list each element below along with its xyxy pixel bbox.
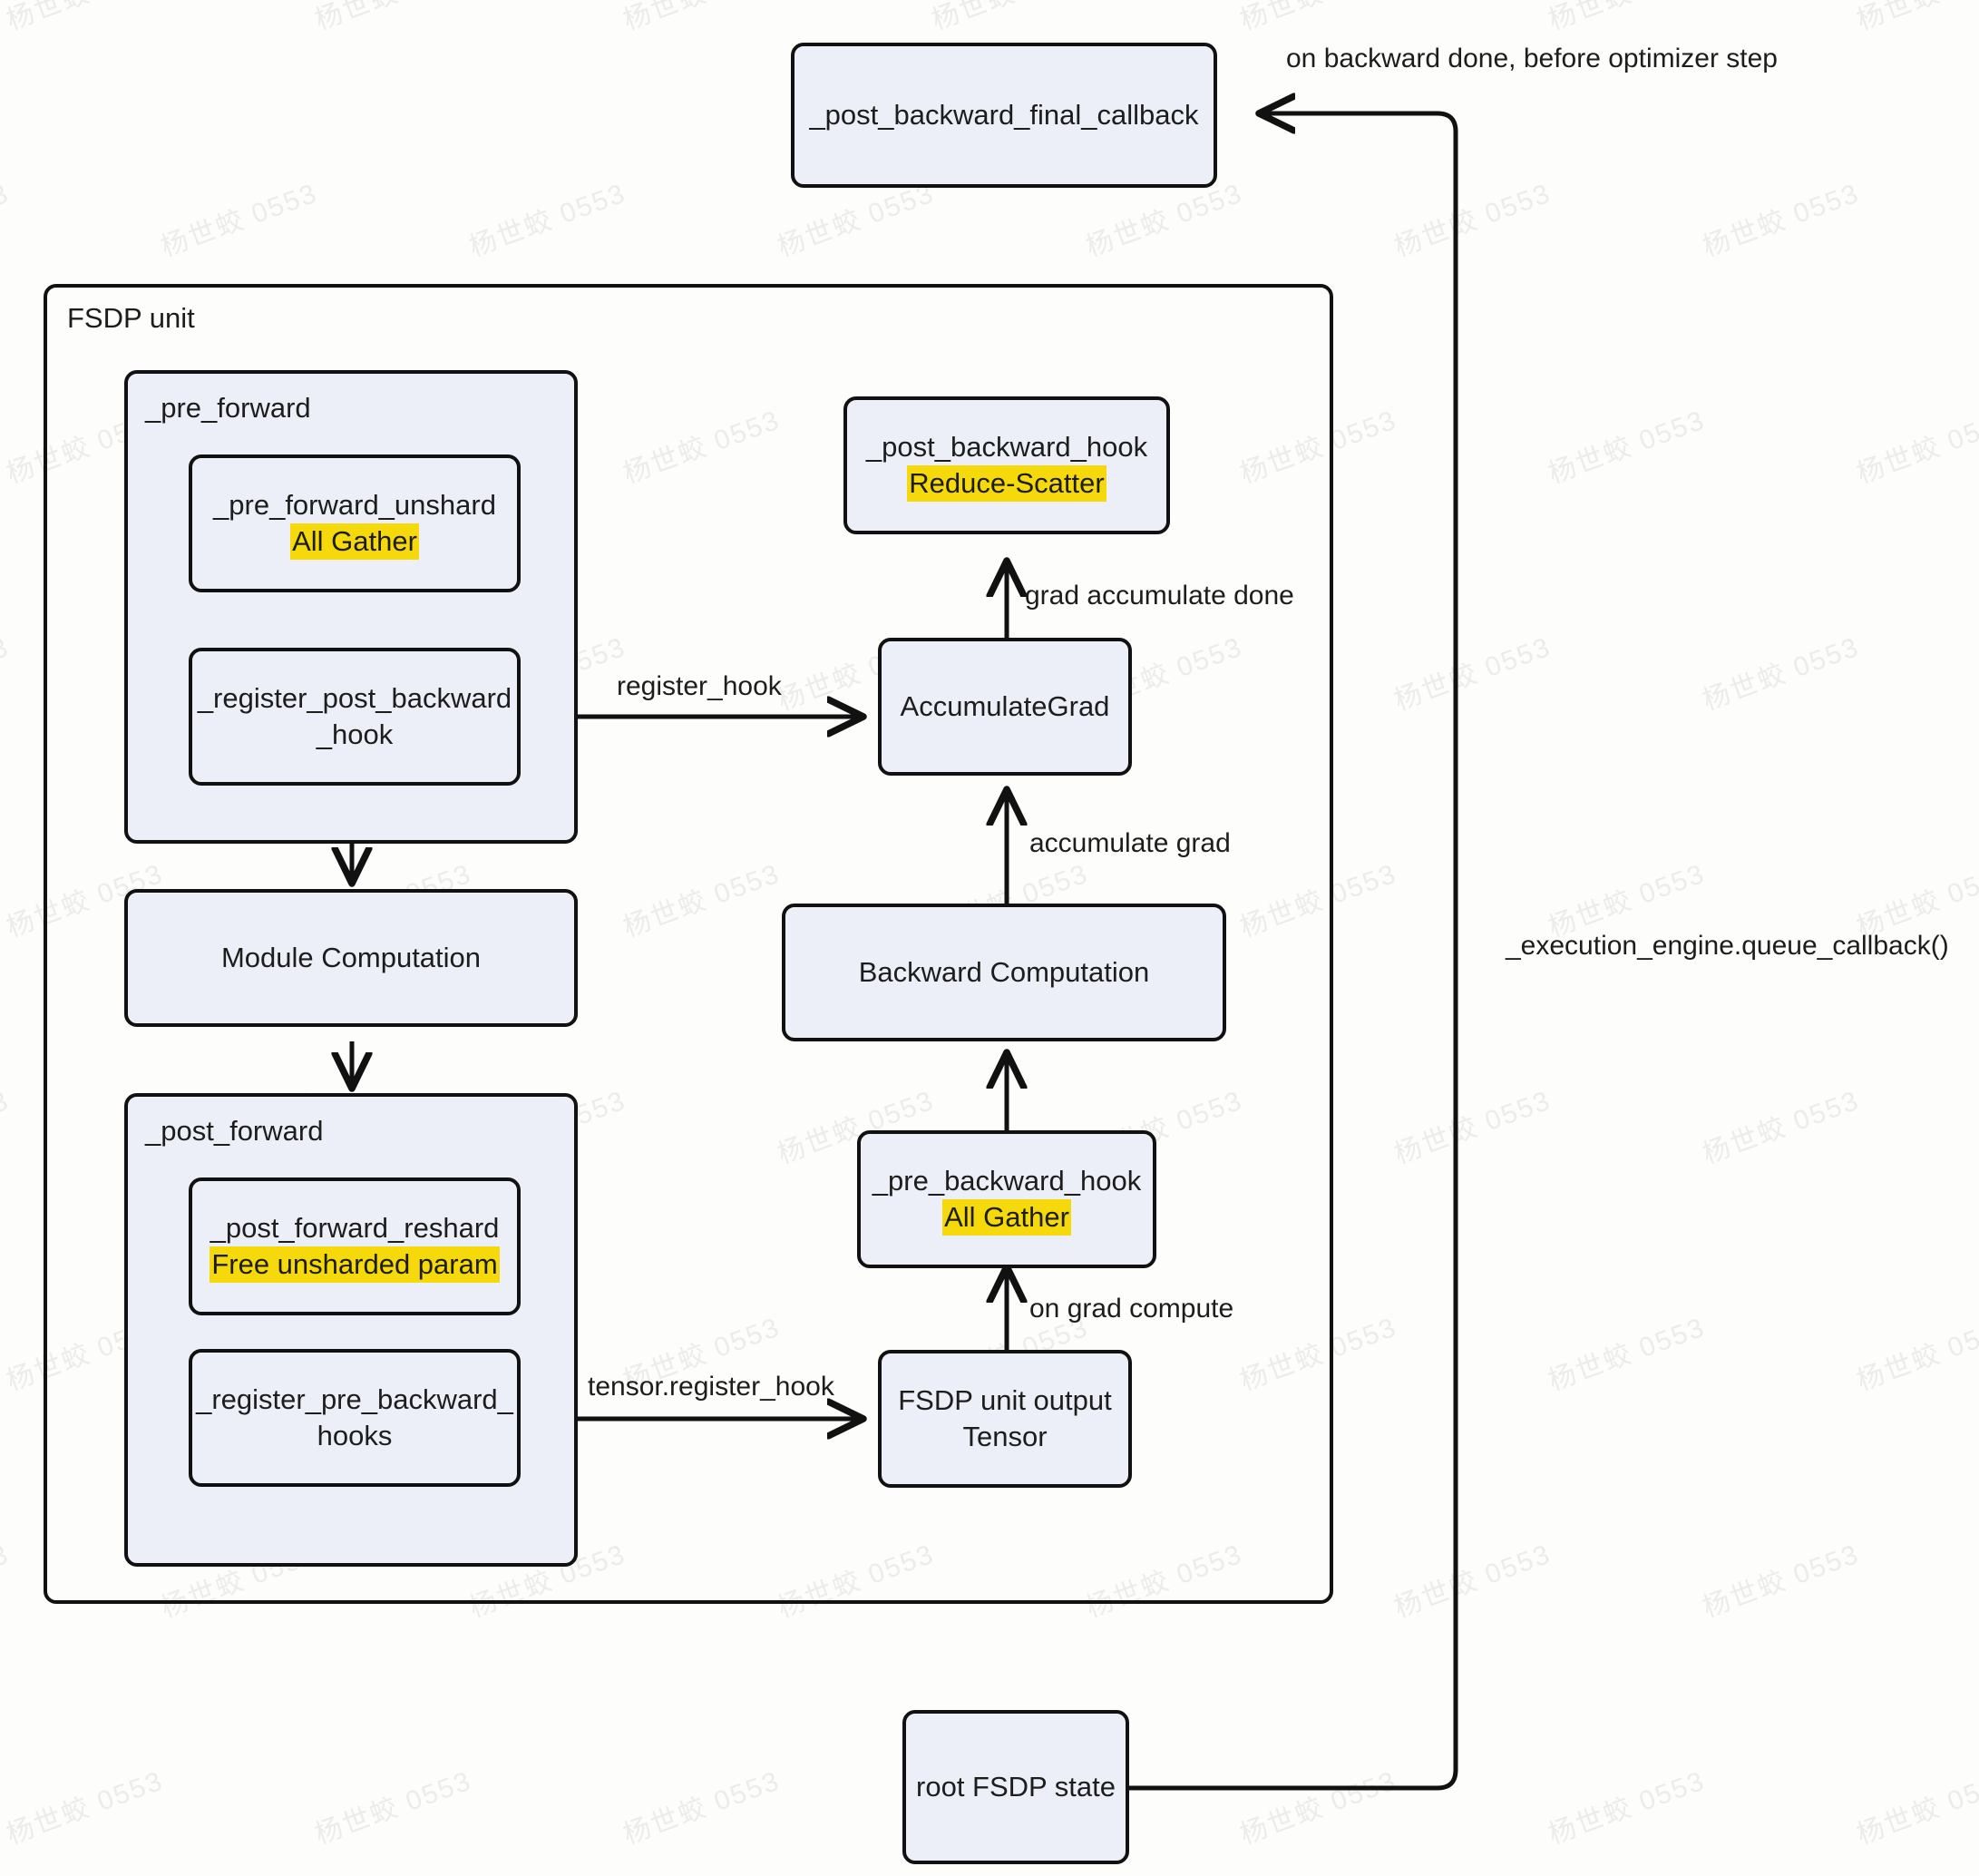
edge-label-on-grad-compute: on grad compute [1029,1294,1234,1324]
node-post-forward-reshard[interactable]: _post_forward_reshard Free unsharded par… [189,1177,521,1315]
node-backward-computation[interactable]: Backward Computation [782,904,1226,1041]
watermark-text: 杨世蛟 0553 [0,0,168,37]
watermark-text: 杨世蛟 0553 [308,0,476,37]
node-fsdp-unit-output-tensor[interactable]: FSDP unit output Tensor [878,1350,1132,1488]
edge-label-tensor-register-hook: tensor.register_hook [588,1372,834,1402]
node-label-line2: _hook [316,718,394,750]
watermark-text: 杨世蛟 0553 [1545,405,1710,490]
group-label-post-forward: _post_forward [145,1115,324,1147]
watermark-text: 杨世蛟 0553 [0,1539,14,1624]
node-label-line1: _post_forward_reshard [210,1212,500,1245]
watermark-text: 杨世蛟 0553 [311,1765,476,1851]
watermark-text: 杨世蛟 0553 [1236,1765,1401,1851]
node-label-highlight: Reduce-Scatter [907,465,1106,502]
group-label-pre-forward: _pre_forward [145,392,311,424]
node-label: AccumulateGrad [900,690,1110,723]
watermark-text: 杨世蛟 0553 [617,0,785,37]
node-label-line2: hooks [317,1420,393,1451]
node-label-line1: _register_pre_backward_ [196,1383,513,1416]
edge-label-accumulate-grad: accumulate grad [1029,828,1231,858]
node-label-highlight: Free unsharded param [210,1246,500,1283]
watermark-text: 杨世蛟 0553 [1853,1765,1979,1851]
edge-label-on-backward-done: on backward done, before optimizer step [1286,44,1778,73]
node-label-highlight: All Gather [942,1199,1071,1236]
watermark-text: 杨世蛟 0553 [0,178,14,263]
node-pre-forward-unshard[interactable]: _pre_forward_unshard All Gather [189,454,521,592]
watermark-text: 杨世蛟 0553 [1699,178,1864,263]
watermark-text: 杨世蛟 0553 [1853,1312,1979,1397]
watermark-text: 杨世蛟 0553 [3,1765,168,1851]
watermark-text: 杨世蛟 0553 [1545,1312,1710,1397]
node-post-backward-final-callback[interactable]: _post_backward_final_callback [791,43,1217,188]
node-accumulate-grad[interactable]: AccumulateGrad [878,638,1132,776]
watermark-text: 杨世蛟 0553 [0,631,14,717]
node-post-backward-hook[interactable]: _post_backward_hook Reduce-Scatter [843,396,1170,534]
watermark-text: 杨世蛟 0553 [1542,0,1710,37]
watermark-text: 杨世蛟 0553 [0,1085,14,1170]
watermark-text: 杨世蛟 0553 [1850,0,1979,37]
node-label-line1: _pre_backward_hook [872,1165,1142,1197]
edge-label-execution-engine-queue-callback: _execution_engine.queue_callback() [1506,931,1949,961]
group-post-forward [124,1093,578,1567]
watermark-text: 杨世蛟 0553 [925,0,1093,37]
watermark-text: 杨世蛟 0553 [1699,1539,1864,1624]
node-label: root FSDP state [916,1771,1116,1803]
node-pre-backward-hook[interactable]: _pre_backward_hook All Gather [857,1130,1156,1268]
node-label: Backward Computation [858,956,1150,989]
node-label-line1: _register_post_backward [197,682,512,715]
frame-label-fsdp-unit: FSDP unit [67,302,195,334]
watermark-text: 杨世蛟 0553 [1545,1765,1710,1851]
watermark-text: 杨世蛟 0553 [157,178,322,263]
node-register-post-backward-hook[interactable]: _register_post_backward _hook [189,648,521,786]
watermark-text: 杨世蛟 0553 [1390,631,1555,717]
node-label: Module Computation [220,942,482,974]
edge-label-register-hook: register_hook [617,671,782,701]
watermark-text: 杨世蛟 0553 [465,178,630,263]
node-register-pre-backward-hooks[interactable]: _register_pre_backward_ hooks [189,1349,521,1487]
node-label-line2: Tensor [962,1421,1048,1452]
watermark-text: 杨世蛟 0553 [1699,631,1864,717]
watermark-text: 杨世蛟 0553 [1390,1539,1555,1624]
watermark-text: 杨世蛟 0553 [1853,405,1979,490]
watermark-text: 杨世蛟 0553 [1390,178,1555,263]
watermark-text: 杨世蛟 0553 [619,1765,785,1851]
node-label-line1: _pre_forward_unshard [213,489,496,522]
watermark-text: 杨世蛟 0553 [1699,1085,1864,1170]
watermark-text: 杨世蛟 0553 [1233,0,1401,37]
edge-label-grad-accumulate-done: grad accumulate done [1025,581,1294,611]
watermark-text: 杨世蛟 0553 [1390,1085,1555,1170]
node-label-line1: FSDP unit output [898,1384,1112,1417]
node-module-computation[interactable]: Module Computation [124,889,578,1027]
node-label-line1: _post_backward_hook [865,431,1148,464]
node-root-fsdp-state[interactable]: root FSDP state [902,1710,1129,1864]
node-label-highlight: All Gather [290,523,419,560]
node-label: _post_backward_final_callback [809,99,1199,132]
